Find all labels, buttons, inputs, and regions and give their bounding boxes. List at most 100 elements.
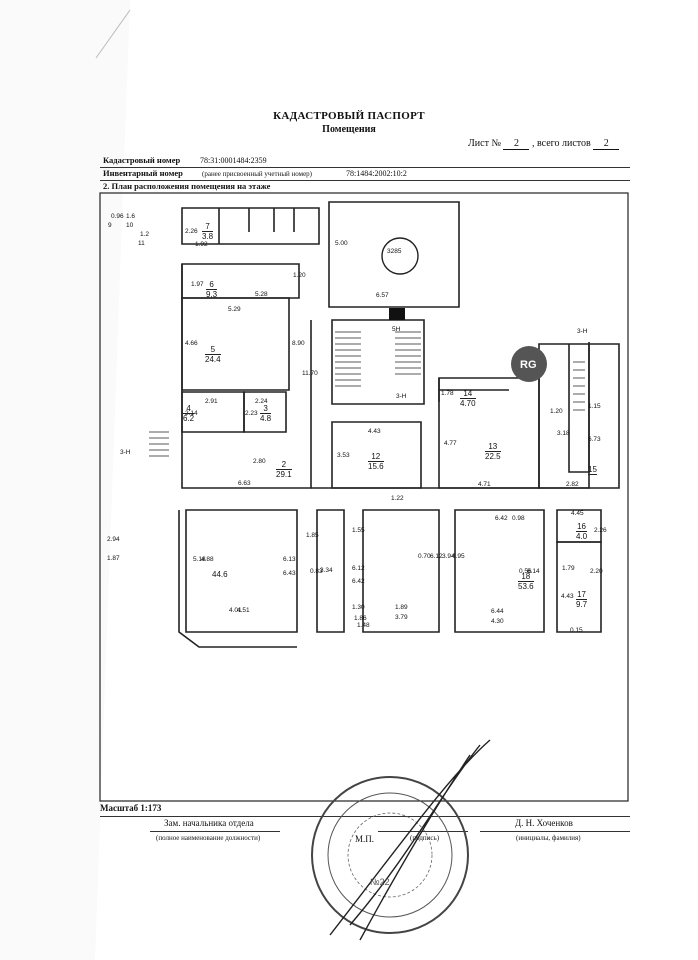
dimension-label: 3.79 [395,614,408,621]
room-number: 5 [205,345,221,355]
room-area: 4.70 [460,399,476,408]
sheet-info: Лист № 2 , всего листов 2 [468,138,620,150]
floor-plan: RG [99,192,629,802]
dimension-label: 6.14 [527,568,540,575]
stamp-seal: №22 [311,739,491,941]
room-number: 13 [485,442,501,452]
dimension-label: 2.26 [594,527,607,534]
room-area: 4.8 [260,414,272,423]
dimension-label: 5.00 [335,240,348,247]
watermark-text: RG [520,359,537,371]
sheet-number: 2 [503,138,530,150]
dimension-label: 2.82 [566,481,579,488]
document-title: КАДАСТРОВЫЙ ПАСПОРТ [273,110,425,122]
room-number: 14 [460,389,476,399]
official-position: Зам. начальника отдела [164,818,254,828]
room-number: 4 [183,404,195,414]
room-area: 15.6 [368,462,384,471]
dimension-label: 6.63 [238,480,251,487]
dimension-label: 4.66 [185,340,198,347]
dimension-label: 4.43 [368,428,381,435]
room-label: 15 [588,465,597,475]
dimension-label: 1.20 [550,408,563,415]
dimension-label: 2.94 [107,536,120,543]
dimension-label: 2.24 [255,398,268,405]
dimension-label: 4.88 [201,556,214,563]
mp-label: М.П. [355,834,375,844]
dimension-label: 6.43 [283,570,296,577]
dimension-label: 4.45 [571,510,584,517]
dimension-label: 11 [138,240,145,247]
room-number: 17 [576,590,588,600]
dimension-label: 1.89 [395,604,408,611]
room-area: 44.6 [212,570,228,579]
room-number: 3 [260,404,272,414]
dimension-label: 10 [126,222,134,229]
dimension-label: 6.42 [352,578,365,585]
room-number: 6 [206,280,218,290]
dimension-label: 1.6 [126,213,136,220]
total-label: , всего листов [531,138,591,149]
dimension-label: 0.98 [512,515,525,522]
inventory-label: Инвентарный номер [103,168,183,178]
dimension-label: 0.96 [111,213,124,220]
dimension-label: 5Н [392,326,401,333]
dimension-label: 2.91 [205,398,218,405]
room-label: 44.6 [212,570,228,579]
dimension-label: 0.56 [519,568,532,575]
room-area: 22.5 [485,452,501,461]
dimension-label: 1.48 [357,622,370,629]
dimension-label: 1.30 [352,604,365,611]
document-subtitle: Помещения [322,124,376,135]
dimension-label: 4.77 [444,440,457,447]
dimension-label: 4.30 [491,618,504,625]
dimension-label: 4.95 [452,553,465,560]
dimension-label: 3285 [387,248,402,255]
room-area: 9.3 [206,290,218,299]
dimension-label: 1.86 [354,615,367,622]
inventory-value: 78:1484:2002:10:2 [346,169,407,178]
room-area: 4.0 [576,532,588,541]
dimension-label: 6.57 [376,292,389,299]
dimension-label: 1.22 [391,495,404,502]
stamp-number: №22 [370,877,390,887]
room-number: 2 [276,460,292,470]
dimension-label: 2.14 [185,410,198,417]
dimension-label: 5.28 [255,291,268,298]
dimension-label: 8.90 [292,340,305,347]
cadastral-label: Кадастровый номер [103,155,181,165]
room-number: 12 [368,452,384,462]
dimension-label: 4.51 [237,607,250,614]
dimension-label: 2.26 [185,228,198,235]
dimension-label: 1.79 [562,565,575,572]
dimension-label: 0.15 [570,627,583,634]
dimension-label: 2.80 [253,458,266,465]
dimension-label: 1.85 [306,532,319,539]
room-area: 9.7 [576,600,588,609]
room-number: 7 [202,222,214,232]
dimension-label: 2.23 [245,410,258,417]
room-number: 15 [588,465,597,475]
dimension-label: 1.20 [293,272,306,279]
dimension-label: 4.01 [229,607,242,614]
room-area: 24.4 [205,355,221,364]
room-area: 29.1 [276,470,292,479]
watermark-icon [511,346,547,382]
dimension-label: 0.70 [418,553,431,560]
dimension-label: 5.29 [228,306,241,313]
dimension-label: 6.13 [283,556,296,563]
room-area: 53.6 [518,582,534,591]
dimension-label: 4.43 [561,593,574,600]
plan-frame [99,192,629,802]
dimension-label: 3.94 [442,553,455,560]
dimension-label: 3.34 [320,567,333,574]
dimension-label: 4.71 [478,481,491,488]
